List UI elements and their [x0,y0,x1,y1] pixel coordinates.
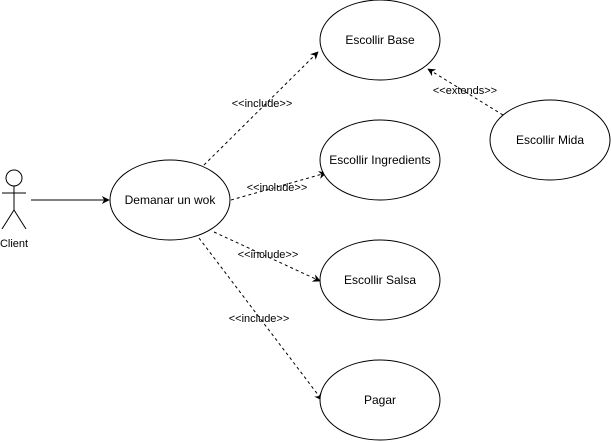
actor-client[interactable]: Client [0,169,28,250]
use-case-ellipse [319,359,441,441]
use-case-pagar[interactable]: Pagar [319,359,441,441]
use-case-label: Escollir Base [345,33,415,47]
use-case-escollir-base[interactable]: Escollir Base [319,0,441,81]
use-case-demanar-un-wok[interactable]: Demanar un wok [109,159,231,241]
include-label-base: <<include>> [232,98,293,110]
use-case-ellipse [319,0,441,81]
use-case-ellipse [109,159,231,241]
include-label-ingredients: <<include>> [247,182,308,194]
use-case-label: Pagar [364,393,396,407]
extends-arrow-mida [427,68,504,116]
actor-head [5,169,23,187]
extends-label-mida: <<extends>> [433,85,497,97]
actor-leg-left [1,209,15,230]
include-arrow-pagar [198,237,323,401]
actor-label: Client [0,238,28,250]
include-arrow-ingredients [230,171,327,201]
use-case-ellipse [489,99,611,181]
use-case-escollir-mida[interactable]: Escollir Mida [489,99,611,181]
use-case-ellipse [319,119,441,201]
use-case-ellipse [319,239,441,321]
use-case-label: Demanar un wok [125,193,217,207]
include-label-salsa: <<include>> [238,249,299,261]
use-case-label: Escollir Salsa [344,273,416,287]
use-case-escollir-ingredients[interactable]: Escollir Ingredients [319,119,441,201]
use-case-label: Escollir Ingredients [329,153,430,167]
actor-leg-right [13,209,27,230]
include-label-pagar: <<include>> [229,313,290,325]
use-case-escollir-salsa[interactable]: Escollir Salsa [319,239,441,321]
use-case-label: Escollir Mida [516,133,584,147]
include-arrow-base [203,51,319,166]
include-arrow-salsa [213,231,321,282]
